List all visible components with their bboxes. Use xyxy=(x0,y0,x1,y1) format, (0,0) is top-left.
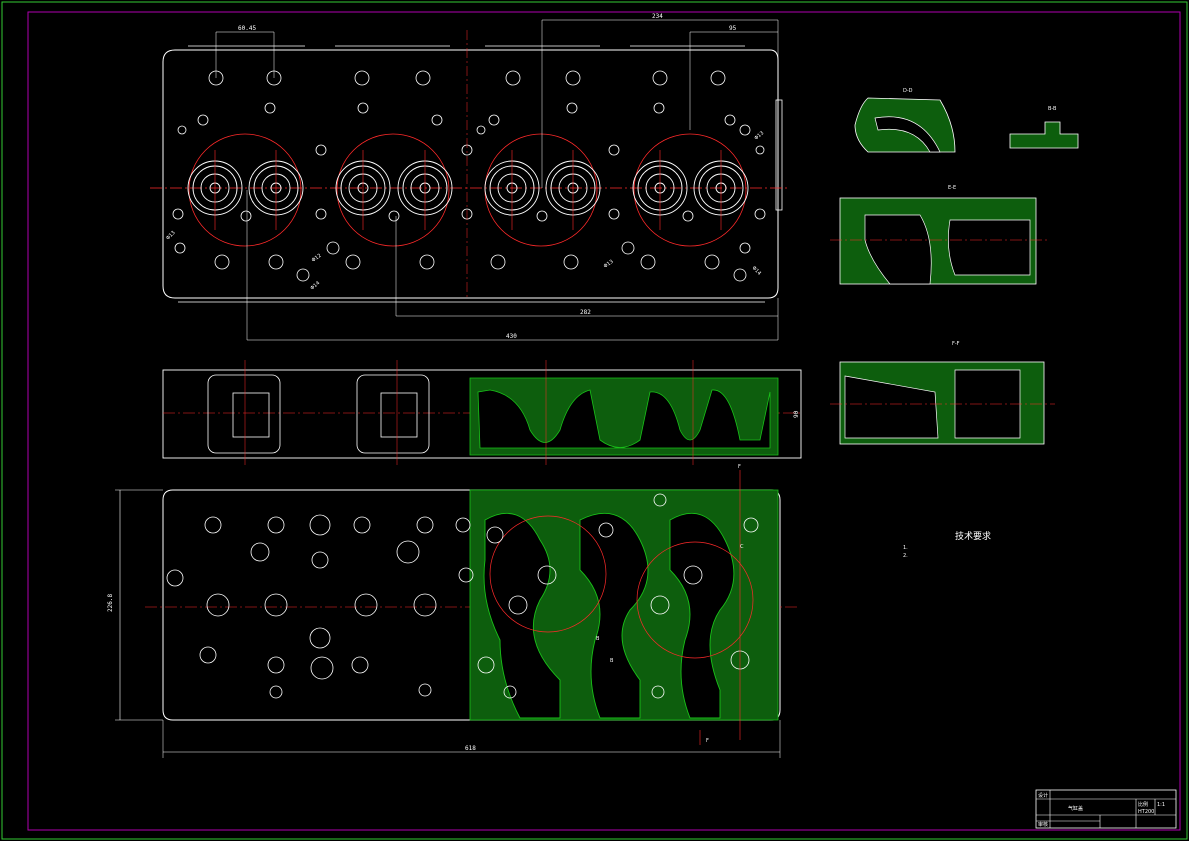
dim-length: 618 xyxy=(465,745,476,752)
tech-req-item-2: 2. xyxy=(903,553,908,559)
hole-label-1: Φ13 xyxy=(165,230,177,242)
top-bolt-holes xyxy=(172,70,766,282)
tb-scale-value: 1:1 xyxy=(1157,802,1165,808)
section-b-b: B-B xyxy=(1009,106,1079,149)
tech-req-item-1: 1. xyxy=(903,545,908,551)
cylinder-2 xyxy=(335,133,453,247)
section-e-e: E-E xyxy=(830,185,1050,285)
technical-requirements: 技术要求 1. 2. xyxy=(903,530,991,559)
tb-designer-label: 设计 xyxy=(1038,792,1048,799)
tb-checker-label: 审核 xyxy=(1038,821,1048,828)
tb-part-name: 气缸盖 xyxy=(1068,805,1083,812)
cylinder-4 xyxy=(632,133,749,247)
section-f-f-label: F-F xyxy=(952,341,960,347)
section-mark-top: F xyxy=(738,464,741,470)
dim-length-a: 430 xyxy=(506,333,517,340)
bottom-label-3: C xyxy=(740,544,744,550)
section-f-f: F-F xyxy=(830,341,1055,445)
hole-label-6: Φ13 xyxy=(753,130,765,141)
section-b-b-label: B-B xyxy=(1048,106,1057,112)
dim-height: 90 xyxy=(793,410,800,418)
bottom-view: 226.8 618 F F B B C xyxy=(107,464,800,758)
hole-label-5: Φ14 xyxy=(751,265,763,277)
hole-label-4: Φ13 xyxy=(603,259,615,270)
bottom-label-1: B xyxy=(596,636,600,642)
dim-width: 226.8 xyxy=(107,594,114,612)
tb-material: HT200 xyxy=(1138,809,1154,815)
title-block: 设计 气缸盖 比例 1:1 HT200 审核 xyxy=(1035,789,1177,829)
section-d-d-label: D-D xyxy=(903,88,913,94)
hole-label-2: Φ14 xyxy=(309,280,321,291)
bottom-label-2: B xyxy=(610,658,614,664)
dim-span-c: 95 xyxy=(729,25,737,32)
dim-length-b: 282 xyxy=(580,309,591,316)
hole-label-3: Φ12 xyxy=(311,253,323,264)
section-mark-bottom: F xyxy=(706,738,709,744)
dim-span-b: 234 xyxy=(652,13,663,20)
cylinder-3 xyxy=(484,133,601,247)
cylinder-1 xyxy=(187,133,304,247)
side-section-hatch xyxy=(469,377,779,456)
side-view: 90 xyxy=(162,360,802,465)
section-e-e-label: E-E xyxy=(948,185,956,191)
inner-border xyxy=(27,11,1181,831)
dim-pitch-a: 60.45 xyxy=(238,25,256,32)
tb-scale-label: 比例 xyxy=(1138,801,1148,808)
top-view: 60.45 234 95 430 282 Φ13 Φ14 Φ12 Φ13 Φ14… xyxy=(150,13,790,341)
section-d-d: D-D xyxy=(854,88,956,153)
tech-req-heading: 技术要求 xyxy=(955,530,991,542)
